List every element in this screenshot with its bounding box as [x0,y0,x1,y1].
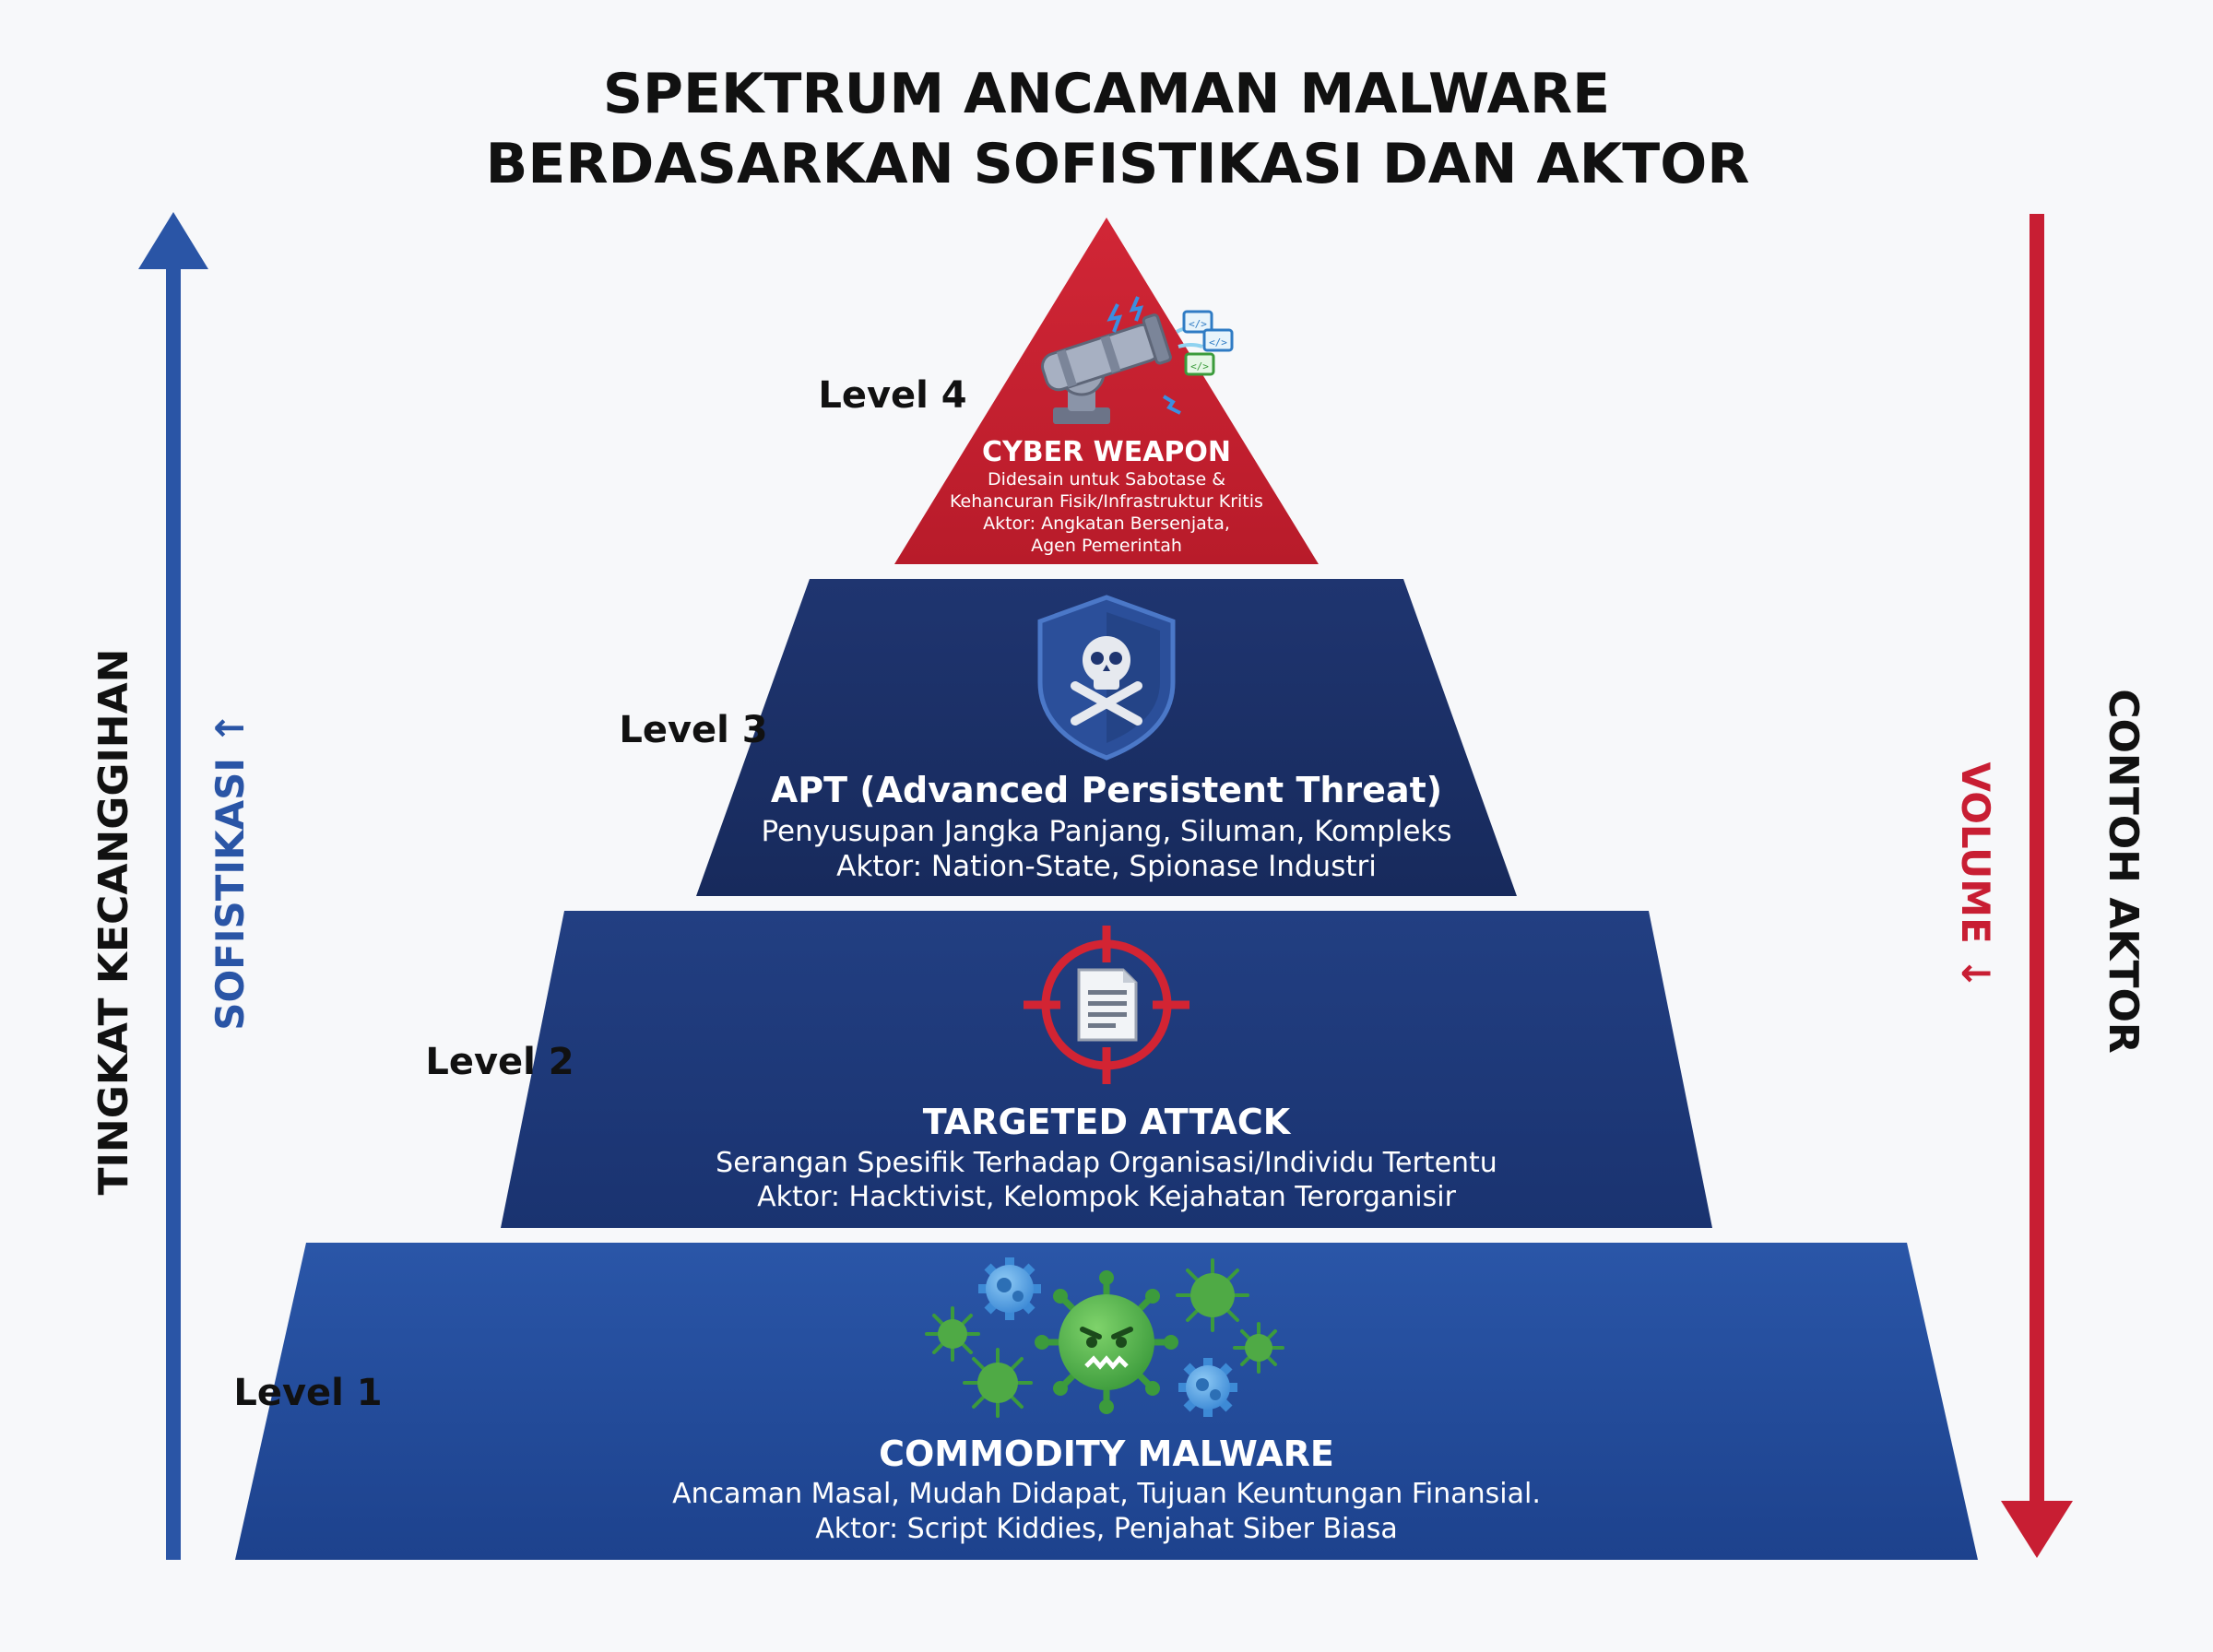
level-3-label: Level 3 [619,709,767,751]
level-4-name: CYBER WEAPON [982,436,1231,468]
level-1-label: Level 1 [233,1372,382,1414]
level-3-line-1: Penyusupan Jangka Panjang, Siluman, Komp… [761,815,1451,848]
level-1-line-2: Aktor: Script Kiddies, Penjahat Siber Bi… [815,1513,1398,1545]
title-line-2: BERDASARKAN SOFISTIKASI DAN AKTOR [486,132,1750,196]
level-4-label: Level 4 [818,374,966,417]
left-arrow-head [138,212,208,269]
left-arrow-shaft [166,258,181,1560]
right-arrow-shaft [2030,214,2044,1504]
virus-cluster-icon [925,1257,1284,1418]
svg-text:</>: </> [1190,360,1209,372]
svg-text:</>: </> [1189,318,1207,330]
left-axis-label: TINGKAT KECANGGIHAN [90,648,137,1195]
level-4-line-2: Kehancuran Fisik/Infrastruktur Kritis [950,491,1263,512]
level-2-name: TARGETED ATTACK [923,1102,1292,1142]
cannon-icon: </> </> </> [1041,296,1234,424]
level-1-name: COMMODITY MALWARE [879,1434,1334,1474]
tier-level-4 [894,218,1319,564]
level-2-line-1: Serangan Spesifik Terhadap Organisasi/In… [716,1147,1497,1179]
level-3-line-2: Aktor: Nation-State, Spionase Industri [836,850,1377,883]
left-axis: TINGKAT KECANGGIHAN SOFISTIKASI ↑ [90,212,253,1560]
crosshair-document-icon [1024,926,1189,1084]
level-2-label: Level 2 [425,1041,574,1083]
level-2-line-2: Aktor: Hacktivist, Kelompok Kejahatan Te… [757,1181,1456,1213]
level-4-line-4: Agen Pemerintah [1031,536,1182,556]
right-axis-label: CONTOH AKTOR [2100,689,2147,1054]
left-axis-sublabel: SOFISTIKASI ↑ [207,712,253,1031]
title-line-1: SPEKTRUM ANCAMAN MALWARE [603,62,1610,126]
level-4-line-3: Aktor: Angkatan Bersenjata, [983,513,1230,534]
level-3-name: APT (Advanced Persistent Threat) [771,770,1442,810]
right-axis-sublabel: VOLUME ↓ [1953,761,1998,989]
level-4-line-1: Didesain untuk Sabotase & [988,469,1225,490]
right-arrow-head [2001,1501,2073,1558]
level-1-line-1: Ancaman Masal, Mudah Didapat, Tujuan Keu… [672,1478,1541,1510]
skull-shield-icon [1037,595,1176,761]
right-axis: CONTOH AKTOR VOLUME ↓ [1953,214,2147,1558]
svg-text:</>: </> [1209,336,1227,348]
